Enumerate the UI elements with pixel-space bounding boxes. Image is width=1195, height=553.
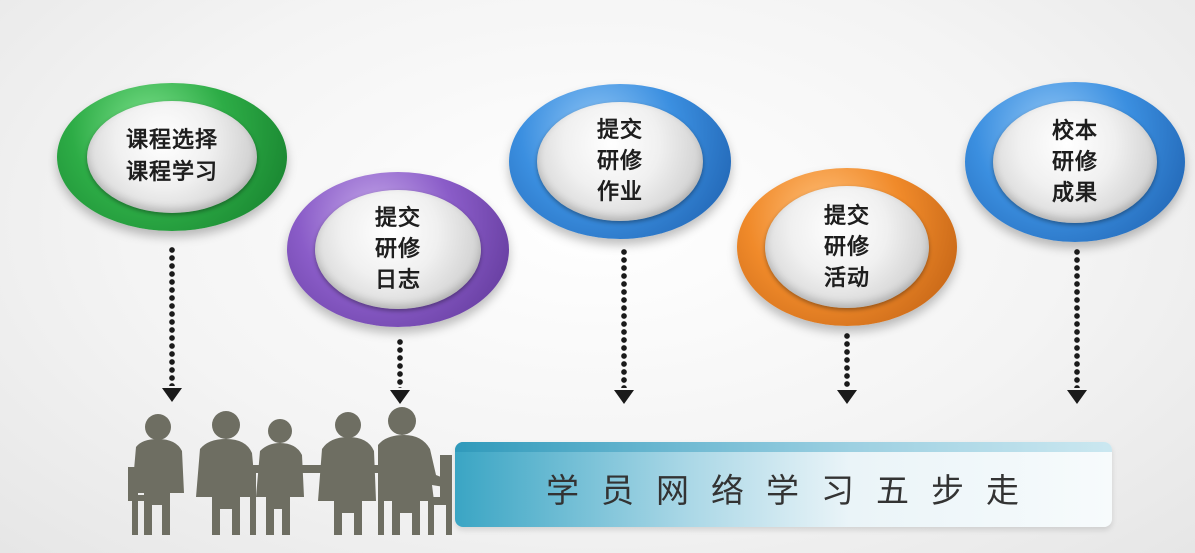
step-results-center: 校本 研修 成果 — [993, 101, 1157, 223]
title-banner: 学员网络学习五步走 — [455, 442, 1112, 527]
step-journal-label: 提交 研修 日志 — [374, 206, 421, 293]
step-course-ring: 课程选择 课程学习 — [57, 83, 287, 231]
arrow-down-icon — [1067, 248, 1087, 404]
banner-title: 学员网络学习五步走 — [546, 471, 1041, 510]
step-course-center: 课程选择 课程学习 — [87, 101, 257, 213]
step-activity-ring: 提交 研修 活动 — [737, 168, 957, 326]
step-homework-center: 提交 研修 作业 — [537, 102, 703, 221]
step-homework-ring: 提交 研修 作业 — [509, 84, 731, 239]
step-results-label: 校本 研修 成果 — [1051, 118, 1098, 206]
step-journal-ring: 提交 研修 日志 — [287, 172, 509, 327]
arrow-down-icon — [162, 246, 182, 402]
arrow-down-icon — [837, 332, 857, 404]
arrow-down-icon — [614, 248, 634, 404]
step-homework-label: 提交 研修 作业 — [596, 118, 643, 205]
arrow-down-icon — [390, 338, 410, 404]
step-activity-center: 提交 研修 活动 — [765, 186, 929, 308]
step-activity-label: 提交 研修 活动 — [823, 203, 870, 291]
step-journal-center: 提交 研修 日志 — [315, 190, 481, 309]
meeting-people-icon — [128, 407, 452, 535]
step-course-label: 课程选择 课程学习 — [125, 128, 218, 185]
step-results-ring: 校本 研修 成果 — [965, 82, 1185, 242]
